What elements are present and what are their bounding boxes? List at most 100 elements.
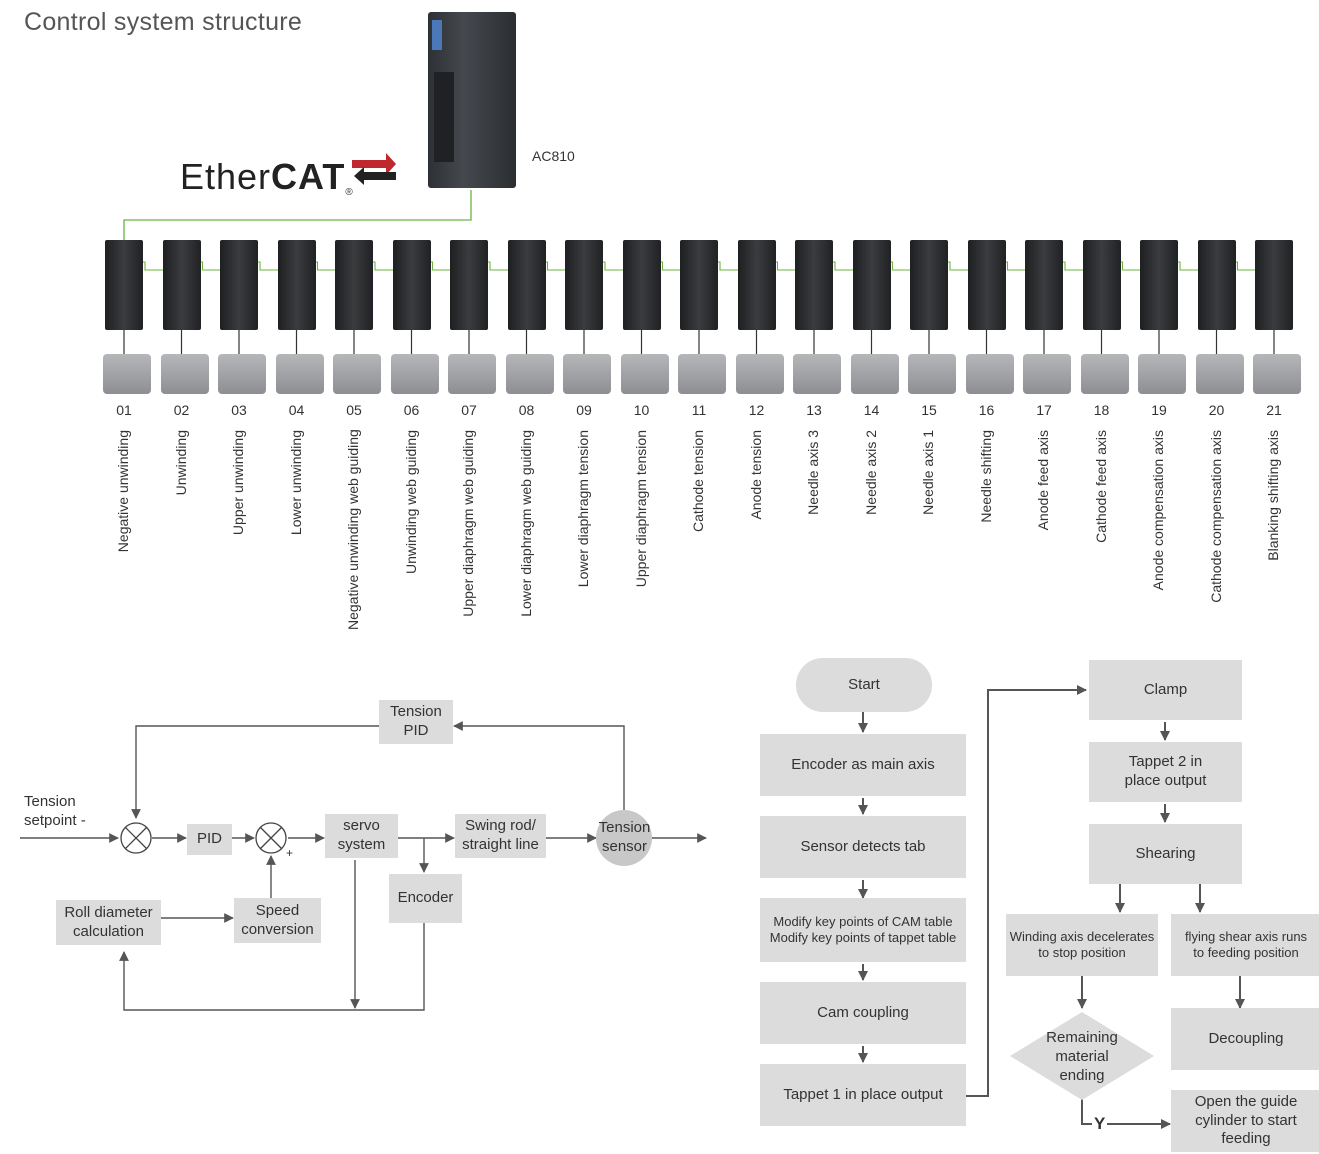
axis-name: Anode compensation axis [1150,430,1166,591]
controller-connector-icon [434,72,454,162]
axis-name: Needle shifting [977,430,994,523]
axis-number: 19 [1151,402,1167,418]
servo-drive-05 [335,240,373,330]
axis-number: 01 [116,402,132,418]
axis-number: 16 [978,402,995,418]
ethercat-logo-cat: CAT [271,156,346,197]
servo-drive-20 [1197,240,1236,330]
axis-number: 17 [1036,402,1052,418]
servo-motor-15 [908,354,956,394]
servo-drive-07 [450,240,488,330]
servo-motor-08 [505,354,554,394]
axis-number: 11 [691,402,707,418]
axis-number: 14 [863,402,880,418]
encoder-box: Encoder [389,874,462,923]
tension-sensor-circle [596,810,652,866]
decoupling-box: Decoupling [1171,1008,1319,1070]
servo-drive-06 [392,240,431,330]
axis-number: 02 [173,402,190,418]
page-title: Control system structure [24,8,303,36]
axis-name: Upper unwinding [230,430,246,536]
servo-motor-05 [333,354,381,394]
encoder-main-axis-box: Encoder as main axis [760,734,966,796]
servo-drive-14 [852,240,891,330]
axis-name: Anode feed axis [1035,430,1051,531]
servo-drive-15 [910,240,948,330]
axis-number: 05 [346,402,362,418]
servo-motor-17 [1023,354,1071,394]
axis-number: 09 [576,402,592,418]
cam-coupling-box: Cam coupling [760,982,966,1044]
axis-name: Negative unwinding [115,430,131,553]
axis-number: 15 [921,402,937,418]
servo-drive-10 [622,240,661,330]
servo-drive-18 [1082,240,1121,330]
ethercat-logo-ether: Ether [180,156,272,197]
axis-number: 20 [1208,402,1225,418]
servo-motor-13 [793,354,841,394]
axis-name: Unwinding web guiding [402,430,419,574]
tappet-1-box: Tappet 1 in place output [760,1064,966,1126]
axis-name: Lower unwinding [287,430,304,536]
flowchart-diagram [858,685,1245,1129]
axis-name: Needle axis 3 [805,430,821,515]
servo-drive-02 [162,240,201,330]
controller-image [428,12,516,188]
axis-number: 07 [461,402,477,418]
servo-motor-04 [275,354,324,394]
servo-motor-02 [160,354,209,394]
remaining-material-diamond [1010,1012,1154,1100]
servo-drive-03 [220,240,258,330]
servo-drive-16 [967,240,1006,330]
axis-name: Upper diaphragm web guiding [460,430,476,617]
servo-motor-16 [965,354,1014,394]
axis-number: 03 [231,402,247,418]
axis-name: Lower diaphragm web guiding [517,430,534,617]
axis-number: 06 [403,402,420,418]
servo-drive-17 [1025,240,1063,330]
clamp-box: Clamp [1089,660,1242,720]
controller-link-line [123,190,472,246]
servo-drive-13 [795,240,833,330]
axis-name: Cathode feed axis [1092,430,1109,543]
axis-name: Lower diaphragm tension [575,430,591,588]
axis-number: 13 [806,402,822,418]
axis-name: Blanking shifting axis [1265,430,1281,561]
plus-sign: + [286,846,294,860]
start-node: Start [796,658,932,712]
axis-number: 08 [518,402,535,418]
sensor-detects-tab-box: Sensor detects tab [760,816,966,878]
servo-motor-03 [218,354,266,394]
axis-name: Unwinding [172,430,189,496]
axis-number: 10 [633,402,650,418]
axis-name: Cathode tension [690,430,706,532]
axis-name: Upper diaphragm tension [632,430,649,588]
servo-drive-01 [105,240,143,330]
servo-motor-20 [1195,354,1244,394]
ethercat-logo: EtherCAT® [180,156,354,198]
axis-name: Negative unwinding web guiding [345,429,361,630]
swing-rod-box: Swing rod/straight line [455,814,546,858]
servo-motor-07 [448,354,496,394]
yes-label: Y [1092,1114,1108,1134]
servo-drive-19 [1140,240,1178,330]
servo-drive-21 [1255,240,1293,330]
servo-motor-19 [1138,354,1186,394]
servo-drive-11 [680,240,718,330]
servo-drive-04 [277,240,316,330]
servo-motor-11 [678,354,726,394]
servo-motor-09 [563,354,611,394]
controller-port-icon [432,20,442,50]
ethercat-arrows-icon [352,153,396,185]
